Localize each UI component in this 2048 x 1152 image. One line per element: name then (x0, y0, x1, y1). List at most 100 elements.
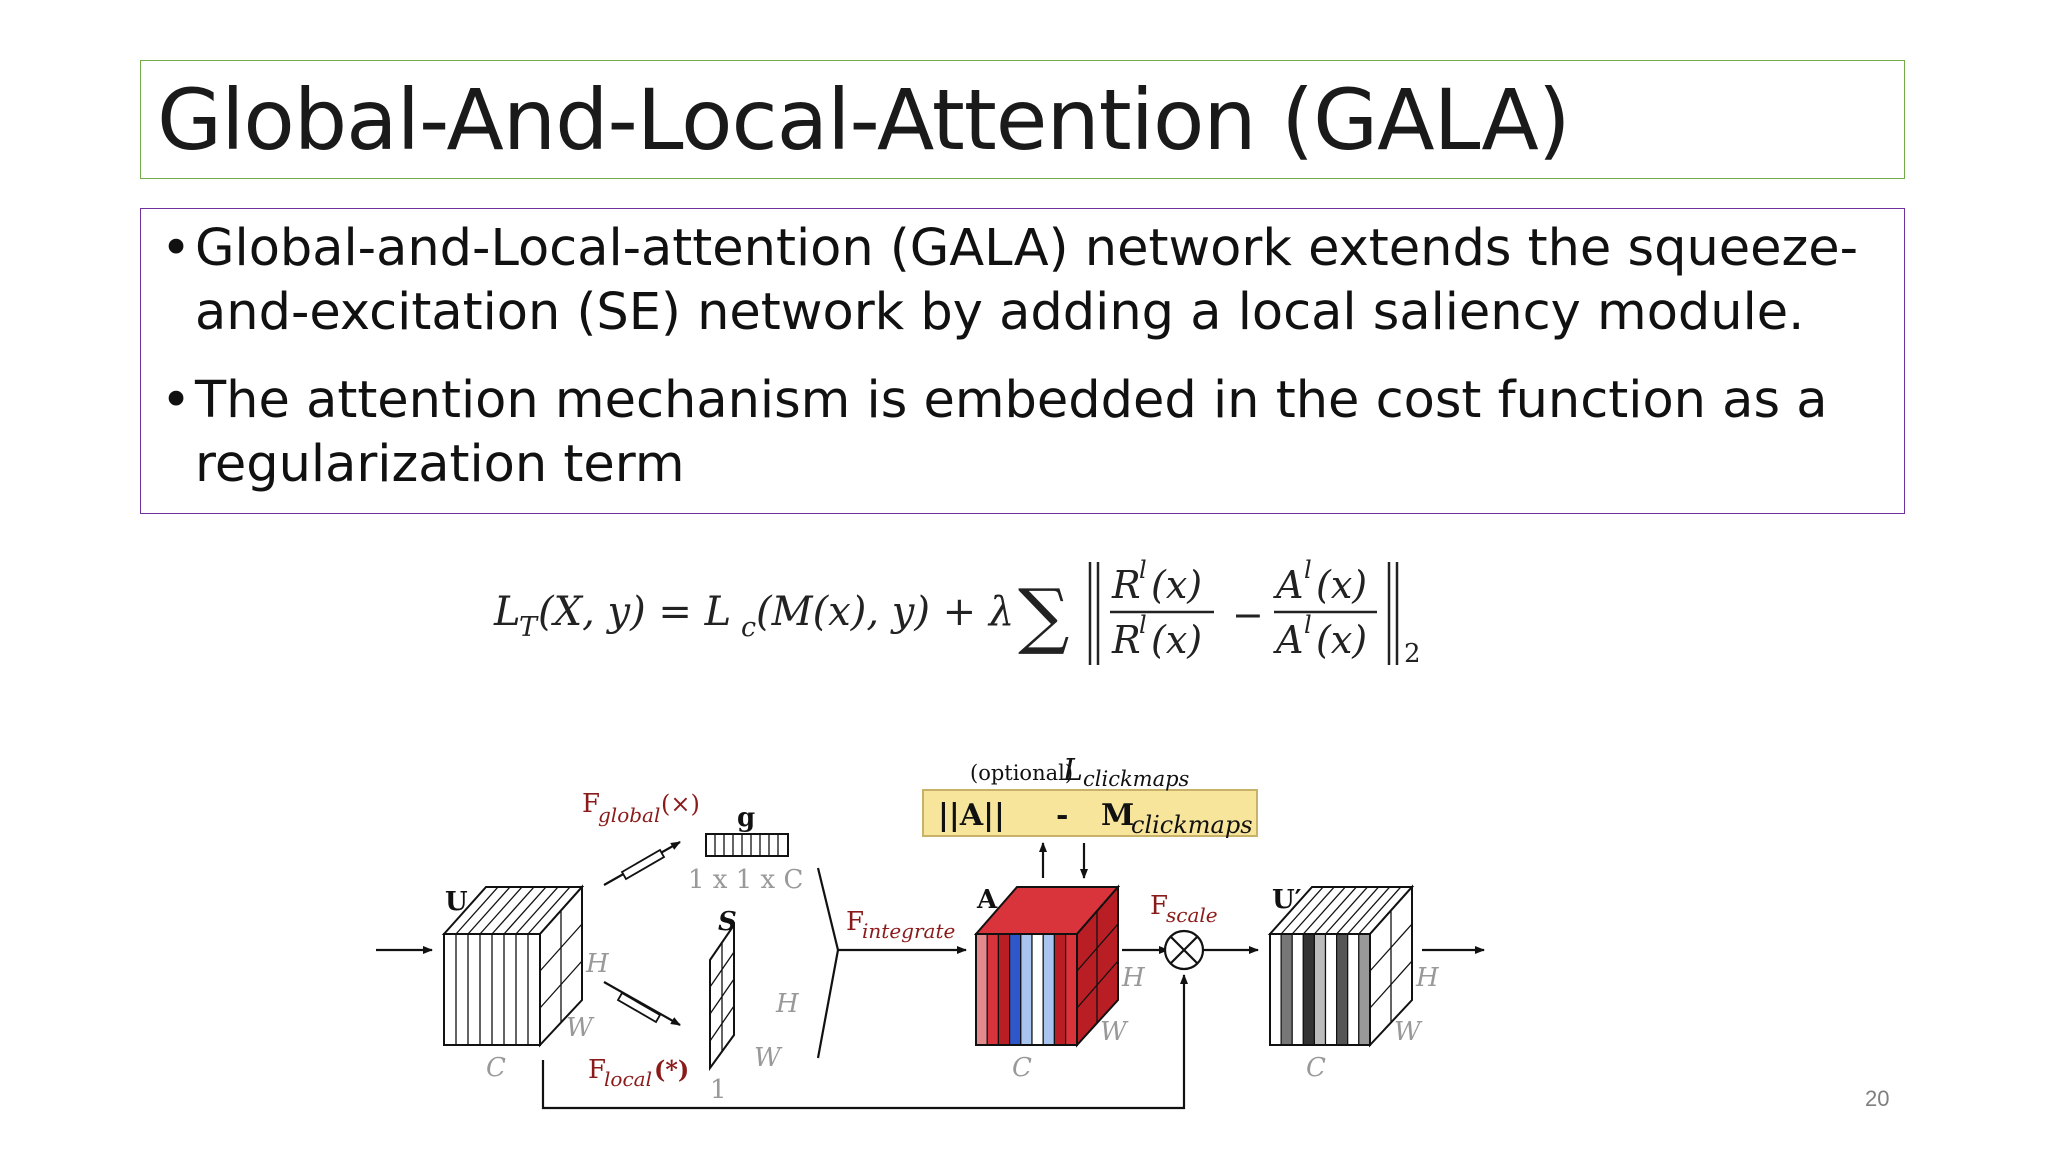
cube-stripe (1313, 886, 1357, 935)
eq-minus: − (1232, 593, 1264, 637)
clickmaps-M-sub: clickmaps (1131, 811, 1253, 839)
eq-num2: A (1273, 563, 1303, 607)
L-clickmaps-sub: clickmaps (1083, 767, 1190, 791)
cube-stripe (455, 886, 499, 935)
bullet-text: The attention mechanism is embedded in t… (195, 371, 1828, 494)
A-stripe (986, 933, 1000, 1046)
clickmaps-minus: - (1056, 798, 1068, 833)
S-label: S (718, 907, 737, 937)
U-prime-stripe (1313, 933, 1327, 1046)
U-prime-stripe (1324, 933, 1338, 1046)
U-prime-stripe (1280, 933, 1293, 1046)
A-C-label: C (1012, 1053, 1032, 1083)
eq-den1: R (1111, 618, 1141, 662)
eq-num1: R (1111, 563, 1141, 607)
cube-stripe (539, 886, 583, 935)
eq-num1-sup: l (1139, 556, 1147, 584)
F-integrate-sub: integrate (862, 919, 955, 943)
eq-sum: ∑ (1018, 573, 1069, 657)
Uprime-C-label: C (1306, 1053, 1326, 1083)
cube-stripe (467, 886, 511, 935)
Uprime-H-label: H (1415, 963, 1440, 993)
cube-stripe (1302, 886, 1346, 935)
U-prime-stripe (1269, 933, 1282, 1046)
slide-number: 20 (1865, 1086, 1890, 1111)
bullet-list: • Global-and-Local-attention (GALA) netw… (161, 217, 1891, 521)
bullet-box: • Global-and-Local-attention (GALA) netw… (140, 208, 1905, 514)
cube-stripe (503, 886, 547, 935)
cube-stripe (491, 886, 535, 935)
bullet-item: • Global-and-Local-attention (GALA) netw… (161, 217, 1891, 345)
A-H-label: H (1121, 963, 1146, 993)
F-integrate: F (846, 907, 864, 937)
L-clickmaps: L (1062, 753, 1083, 788)
F-global-op: (×) (661, 790, 700, 818)
slide-title: Global-And-Local-Attention (GALA) (157, 71, 1571, 169)
U-prime-stripe (1335, 933, 1349, 1046)
title-box: Global-And-Local-Attention (GALA) (140, 60, 1905, 179)
F-scale-sub: scale (1166, 903, 1218, 927)
U-W-label: W (566, 1013, 595, 1043)
eq-rhs-args: (M(x), y) + λ (756, 589, 1014, 635)
U-cube (441, 884, 585, 1048)
clickmaps-box: ||A|| - M clickmaps (optional) L clickma… (922, 753, 1258, 839)
clickmaps-box-bg (922, 789, 1258, 837)
integrate-bracket (816, 867, 840, 1059)
clickmaps-norm: ||A|| (938, 798, 1005, 833)
eq-den1-arg: (x) (1151, 618, 1202, 662)
loss-equation: L T (X, y) = L c (M(x), y) + λ ∑ R l (x)… (493, 556, 1421, 669)
A-stripe (975, 933, 988, 1046)
global-pipe (620, 848, 666, 881)
A-stripe (1042, 933, 1055, 1046)
cube-stripe (515, 886, 559, 935)
eq-lhs-sub: T (519, 612, 539, 643)
eq-den2-arg: (x) (1316, 618, 1367, 662)
F-scale: F (1150, 891, 1168, 921)
S-H-label: H (775, 989, 800, 1019)
S-map (709, 921, 735, 1072)
A-stripe (1008, 933, 1022, 1046)
g-label: g (737, 803, 755, 833)
local-arrow (603, 981, 681, 1026)
eq-lhs-args: (X, y) = L (538, 589, 731, 635)
eq-den2-sup: l (1304, 611, 1312, 639)
S-one-label: 1 (710, 1075, 727, 1105)
cube-stripe (1347, 886, 1391, 935)
U-prime-stripe (1302, 933, 1316, 1046)
bullet-text: Global-and-Local-attention (GALA) networ… (195, 219, 1859, 342)
optional-label: (optional) (970, 761, 1073, 785)
bullet-dot: • (161, 219, 192, 278)
A-label: A (976, 885, 998, 915)
clickmaps-M: M (1101, 798, 1134, 833)
U-H-label: H (585, 949, 610, 979)
cube-stripe (1336, 886, 1380, 935)
eq-norm-sub: 2 (1404, 639, 1421, 669)
local-pipe (616, 991, 662, 1024)
eq-num1-arg: (x) (1151, 563, 1202, 607)
skip-connection (541, 974, 1188, 1110)
bullet-item: • The attention mechanism is embedded in… (161, 369, 1891, 497)
F-global-sub: global (598, 803, 660, 827)
cube-stripe (1291, 886, 1335, 935)
A-stripe (1053, 933, 1067, 1046)
A-W-label: W (1100, 1017, 1129, 1047)
U-C-label: C (486, 1053, 506, 1083)
A-cube (973, 884, 1121, 1048)
eq-den1-sup: l (1139, 611, 1147, 639)
U-prime-stripe (1358, 933, 1371, 1046)
eq-den2: A (1273, 618, 1303, 662)
S-W-label: W (754, 1043, 783, 1073)
Uprime-W-label: W (1394, 1017, 1423, 1047)
U-prime-stripe (1291, 933, 1304, 1046)
cube-stripe (1280, 886, 1324, 935)
cube-stripe (479, 886, 523, 935)
F-global: F (582, 789, 600, 819)
eq-c-sub: c (741, 612, 756, 643)
A-stripe (1064, 933, 1078, 1046)
g-vector (705, 833, 789, 857)
U-prime-label: U′ (1272, 885, 1302, 915)
A-stripe (1031, 933, 1044, 1046)
bullet-dot: • (161, 371, 192, 430)
cube-stripe (1325, 886, 1368, 935)
